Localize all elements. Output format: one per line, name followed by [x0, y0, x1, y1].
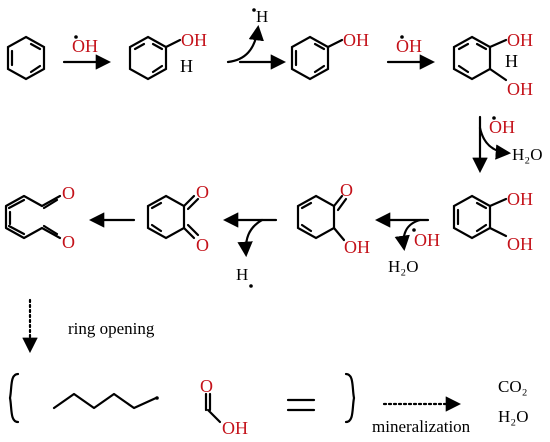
- hydroxycyclohexadienyl-radical: OH H: [128, 30, 207, 81]
- o-label: O: [200, 376, 213, 396]
- arrow-h-loss: H: [226, 7, 287, 70]
- arrow-mineralization: mineralization: [372, 396, 471, 436]
- co2-label: CO₂: [498, 377, 528, 396]
- ortho-benzoquinone: O O: [146, 182, 209, 255]
- h-label: H: [180, 56, 193, 76]
- o-label: O: [340, 180, 353, 200]
- oh-label: OH: [181, 30, 207, 50]
- radical-oh-label: OH: [72, 36, 98, 56]
- h2o-label: H₂O: [512, 145, 542, 164]
- arrow-h-loss-2: H: [222, 212, 278, 288]
- o-label-top: O: [62, 183, 75, 203]
- phenol: OH: [290, 30, 369, 81]
- o-label-bottom: O: [62, 232, 75, 252]
- radical-oh-label: OH: [414, 230, 440, 250]
- h-radical-label: H: [256, 7, 268, 26]
- arrow-oh-abstraction: OH H₂O: [374, 212, 440, 276]
- h-radical-label: H: [236, 265, 248, 284]
- right-brace: [344, 372, 356, 424]
- oh-label-top: OH: [507, 30, 533, 50]
- mineralization-label: mineralization: [372, 417, 471, 436]
- o-label-top: O: [196, 182, 209, 202]
- h2o-product-label: H₂O: [498, 407, 528, 426]
- o-label-bottom: O: [196, 235, 209, 255]
- oh-label: OH: [222, 418, 248, 438]
- hydroxy-cyclohexadienone: O OH: [296, 180, 370, 257]
- chain-radical-dot: [155, 396, 159, 400]
- catechol: OH OH: [452, 189, 533, 254]
- arrow-ring-opening: ring opening: [22, 298, 155, 354]
- dialdehyde: O O: [4, 183, 75, 252]
- alkyl-chain: [52, 392, 158, 410]
- oh-label-bottom: OH: [507, 234, 533, 254]
- arrow-oh-addition-2: OH: [386, 35, 436, 70]
- arrow-h2o-loss: OH H₂O: [472, 115, 542, 174]
- radical-oh-label: OH: [396, 36, 422, 56]
- left-brace: [8, 372, 20, 424]
- h2o-label: H₂O: [388, 257, 418, 276]
- arrow-oh-addition: OH: [62, 35, 112, 70]
- oh-label-top: OH: [507, 189, 533, 209]
- formic-acid: O OH: [200, 376, 248, 438]
- radical-oh-label: OH: [489, 117, 515, 137]
- oh-label-bottom: OH: [507, 79, 533, 99]
- alkene-symbol: [286, 398, 316, 412]
- dihydroxycyclohexadienyl-radical: OH H OH: [452, 30, 533, 99]
- benzene: [6, 35, 46, 81]
- h-label: H: [505, 51, 518, 71]
- oh-label: OH: [344, 237, 370, 257]
- ring-opening-label: ring opening: [68, 319, 155, 338]
- oh-label: OH: [343, 30, 369, 50]
